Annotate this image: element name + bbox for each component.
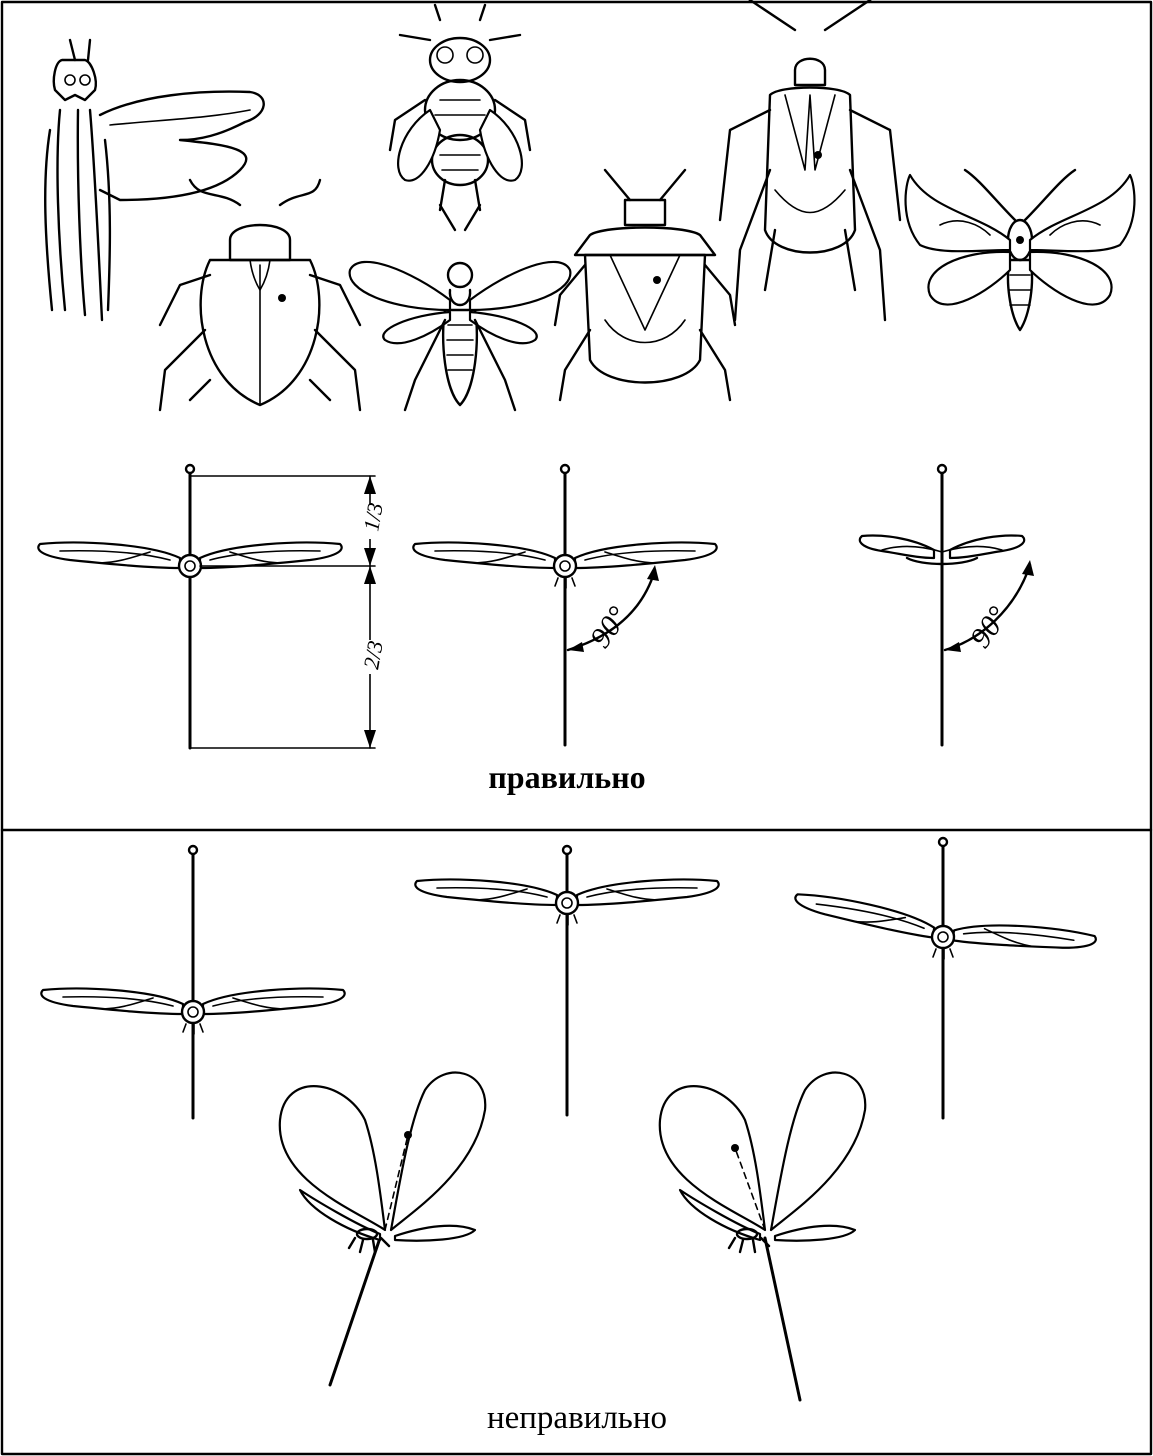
incorrect-moth-left (280, 1073, 485, 1385)
incorrect-pin-1 (41, 846, 344, 1118)
correct-pin-1: 1/3 2/3 (38, 465, 387, 748)
grasshopper-icon (45, 40, 264, 320)
fly-icon (390, 5, 530, 210)
caption-correct: правильно (488, 759, 645, 795)
caption-incorrect: неправильно (487, 1400, 667, 1436)
correct-pin-3: 90° (860, 465, 1034, 745)
leaf-beetle-icon (160, 180, 360, 410)
dimension-one-third: 1/3 (358, 501, 388, 533)
angle-label-1: 90° (584, 601, 635, 654)
correct-pin-2: 90° (413, 465, 716, 745)
bug-icon (720, 0, 900, 320)
lacewing-icon (350, 205, 571, 410)
incorrect-moth-right (660, 1073, 865, 1400)
shield-bug-icon (555, 170, 735, 400)
dimension-two-thirds: 2/3 (358, 639, 388, 671)
moth-icon (906, 170, 1135, 330)
